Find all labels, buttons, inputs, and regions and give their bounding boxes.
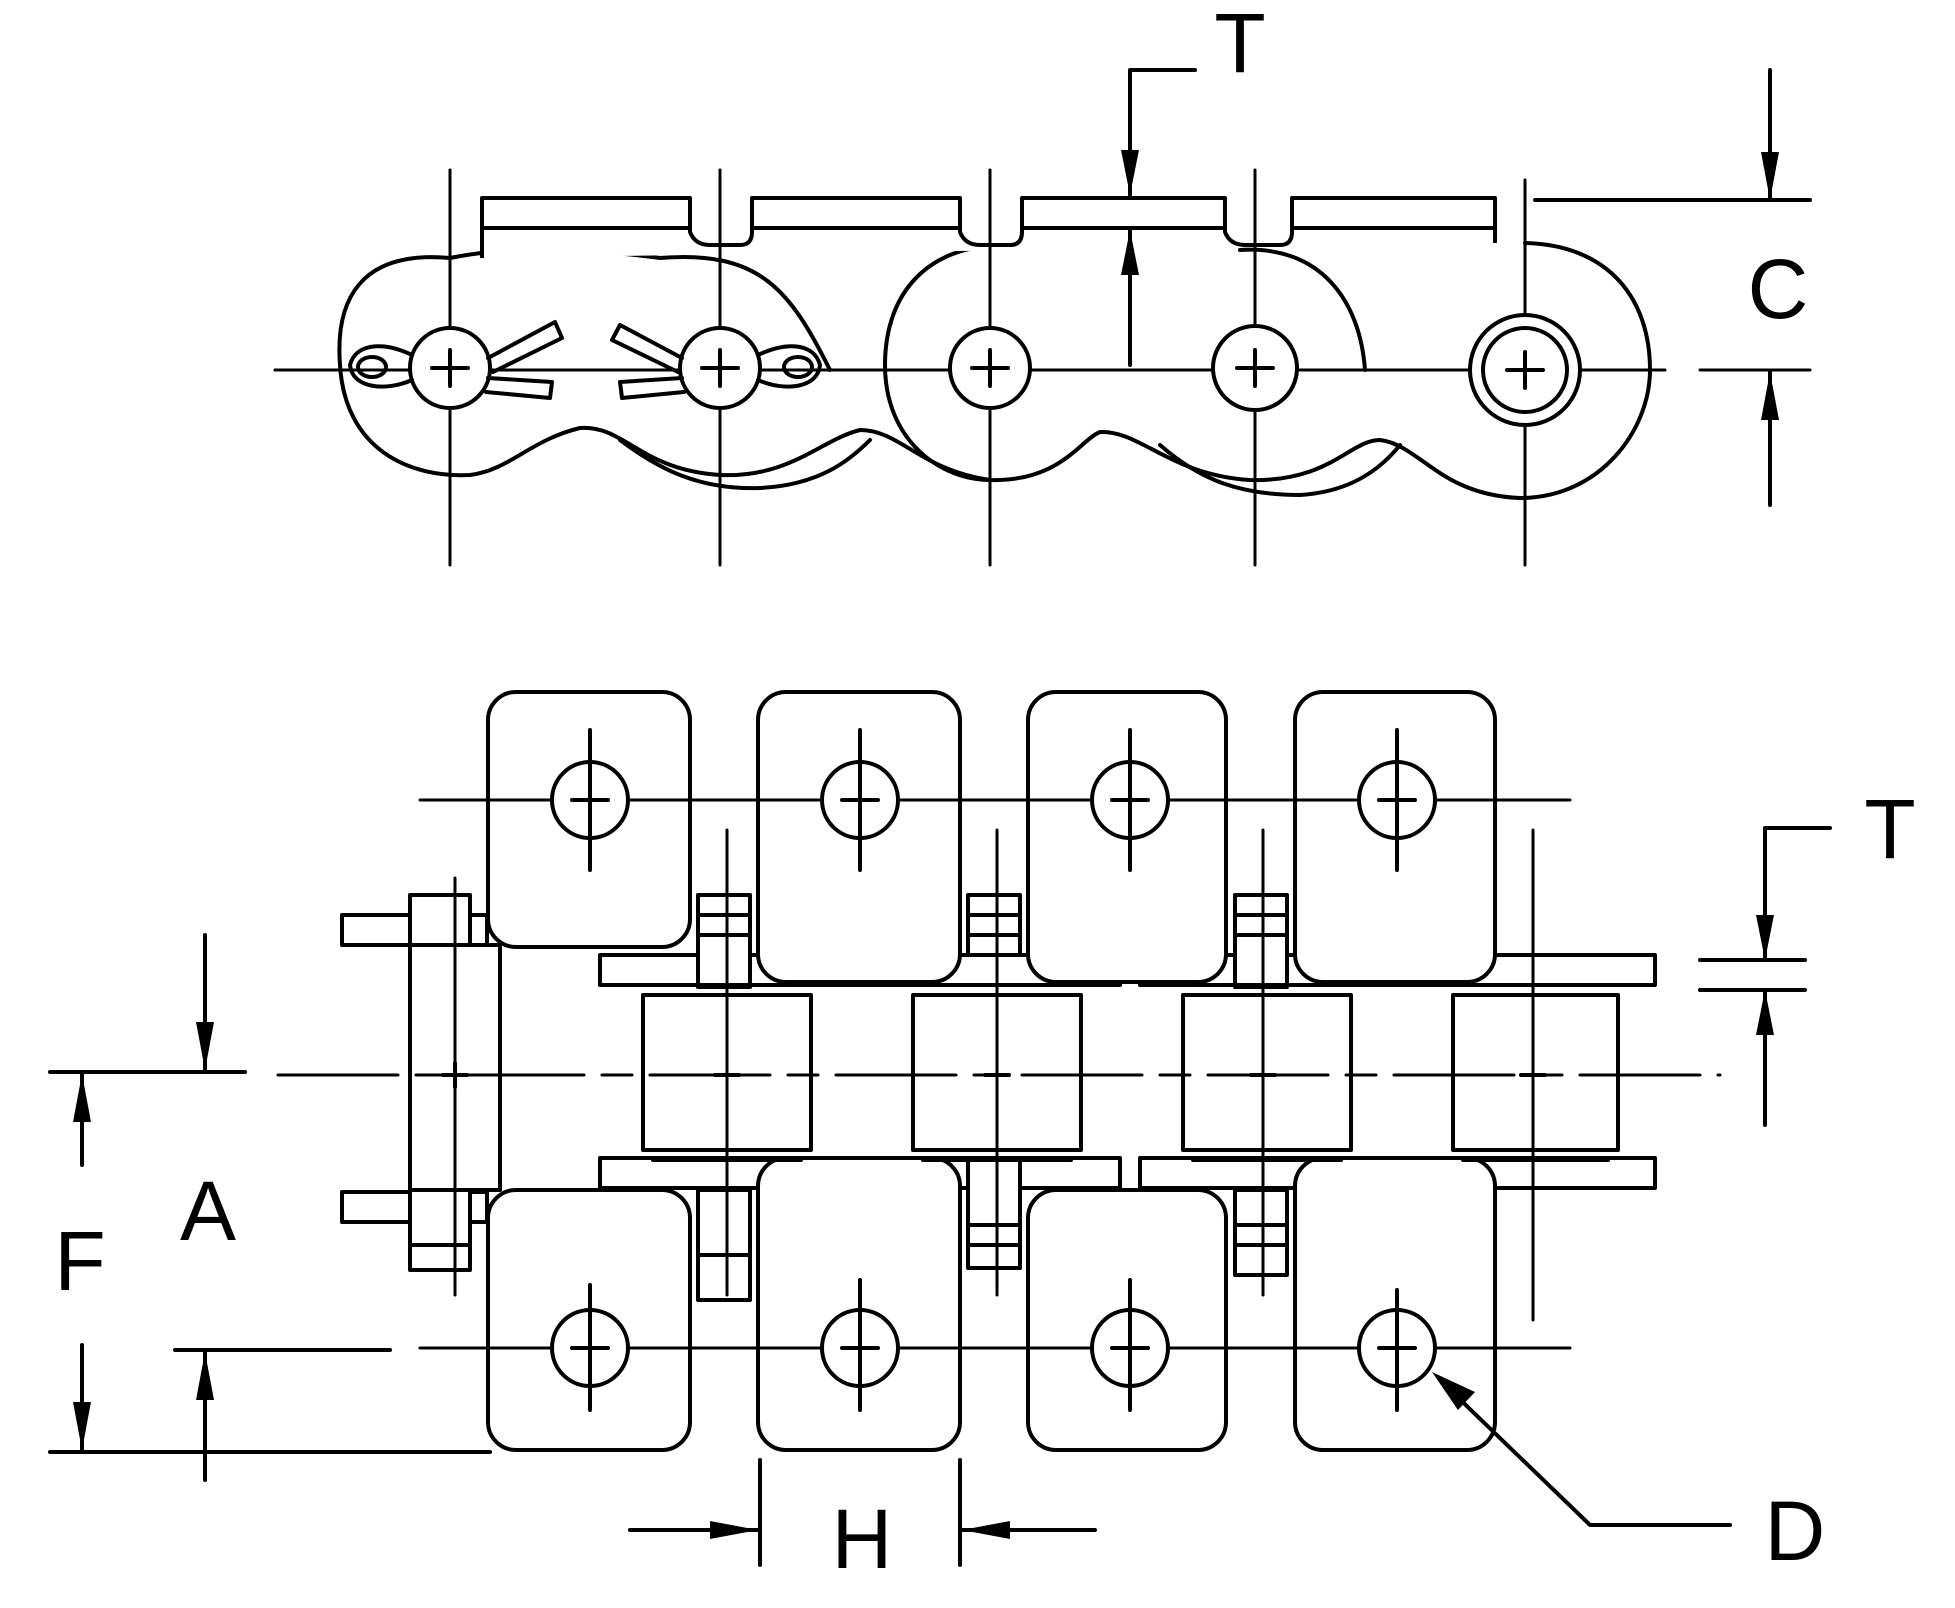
roller-3 [1181,993,1353,1152]
t-top-arrow-down [1121,150,1139,195]
pin-4 [1211,324,1299,412]
label-d: D [1765,1484,1826,1578]
t-right-arrow-down [1756,915,1774,960]
label-a: A [180,1164,236,1258]
pin-3 [948,326,1032,410]
link-lower-curve-1 [618,438,872,491]
pin-2 [678,326,762,410]
label-t-top: T [1214,0,1265,90]
pin-1 [408,326,492,410]
link-arc-right [883,243,1002,482]
d-arrow [1432,1372,1475,1410]
c-arrow-down [1761,152,1779,200]
pin-strip-top-1 [696,893,752,989]
f-arrow-down [73,1402,91,1450]
lower-holes [550,1278,1437,1412]
roller-4 [1451,993,1620,1152]
f-arrow-up [73,1074,91,1122]
label-t-right: T [1864,782,1915,876]
t-top-leader [1128,68,1197,197]
pin-crosses [441,1061,1547,1089]
pin-strip-top-2 [966,893,1022,957]
link-arc-right2 [1238,247,1367,372]
upper-holes [550,728,1437,872]
label-h: H [832,1492,893,1586]
h-arrow-right [710,1521,758,1539]
t-right-arrow-up [1756,990,1774,1035]
pin-5-bushing [1468,313,1582,427]
a-arrow-down [196,1022,214,1070]
pin-strip-bottom-2 [966,1156,1022,1270]
a-arrow-up [196,1352,214,1400]
label-f: F [54,1214,105,1308]
side-view: T C [273,0,1812,567]
h-arrow-left [962,1521,1010,1539]
label-c: C [1748,242,1809,336]
c-arrow-up [1761,372,1779,420]
plan-view: T A F H D [48,690,1916,1586]
t-right-leader [1763,826,1832,962]
pin-strip-bottom-3 [1233,1188,1289,1277]
pin-link-strips [696,893,1289,1302]
rollers [641,983,1620,1162]
link-lower-curve-2 [1158,443,1402,497]
pin-strip-top-3 [1233,893,1289,989]
cotter-pin-left [348,320,564,400]
pin-strip-bottom-1 [696,1188,752,1302]
cotter-pin-right [610,323,822,400]
d-leader [1443,1383,1732,1527]
t-top-arrow-up [1121,230,1139,275]
